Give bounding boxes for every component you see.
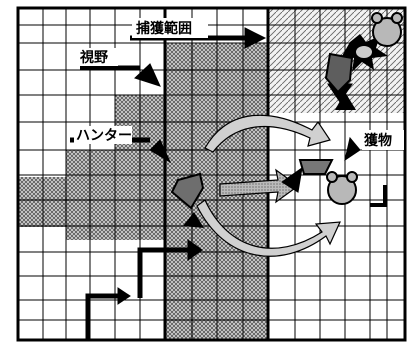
hunter-icon: [170, 52, 356, 228]
vision-label: 視野: [79, 49, 108, 66]
capture-burst-icon: [342, 34, 388, 72]
cursor-arrow-icon: [85, 185, 387, 340]
hunter-label: ハンター: [76, 128, 132, 144]
path-arrow-icon: [196, 114, 341, 257]
capture-range-label: 捕獲範囲: [136, 20, 192, 37]
prey-label: 獲物: [364, 132, 392, 149]
prey-icon: [326, 12, 403, 205]
